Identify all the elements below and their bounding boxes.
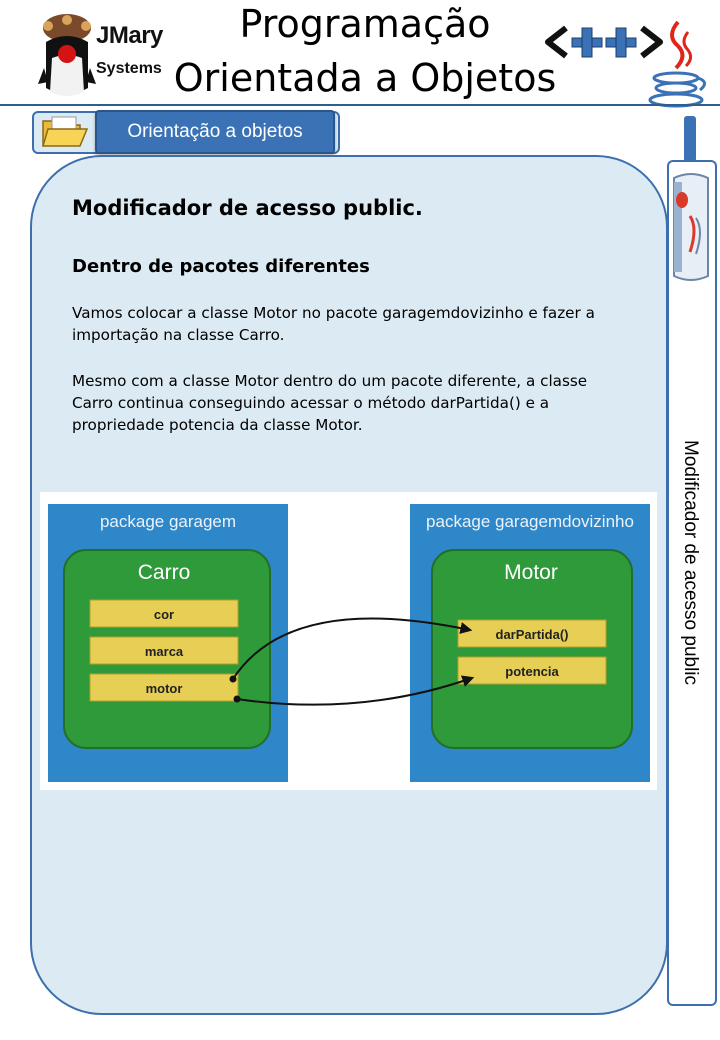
folder-icon <box>41 116 89 147</box>
member-motor: motor <box>146 681 183 696</box>
member-box <box>457 656 607 685</box>
sidebar-label: Modificador de acesso public <box>664 440 714 740</box>
content-paragraph-1: Vamos colocar a classe Motor no pacote g… <box>72 304 595 344</box>
class-motor-label: Motor <box>504 561 558 584</box>
section-tab-button[interactable]: Orientação a objetos <box>95 110 335 154</box>
member-potencia: potencia <box>505 664 559 679</box>
content-paragraph-2: Mesmo com a classe Motor dentro do um pa… <box>72 372 588 434</box>
sidebar-panel <box>667 160 717 1006</box>
content-subheading: Dentro de pacotes diferentes <box>72 256 370 277</box>
member-marca: marca <box>145 644 184 659</box>
member-box <box>89 636 239 665</box>
page-title-line1: Programação <box>239 2 491 46</box>
class-carro-label: Carro <box>138 561 191 584</box>
page-title-line2: Orientada a Objetos <box>173 56 557 100</box>
class-motor-box <box>431 549 633 749</box>
arrow-to-potencia <box>236 675 475 706</box>
header-divider <box>0 104 720 106</box>
content-heading: Modificador de acesso public. <box>72 196 423 220</box>
package-garagem-label: package garagem <box>100 512 236 531</box>
scroll-document-icon <box>673 173 709 281</box>
member-box <box>89 673 239 702</box>
package-diagram: package garagem Carro cor marca motor pa… <box>40 492 657 790</box>
java-coffee-icon <box>648 20 706 108</box>
member-box <box>457 619 607 648</box>
cpp-symbol-icon <box>545 25 663 59</box>
jmary-mascot-logo <box>38 14 96 96</box>
brand-subtitle: Systems <box>96 60 162 77</box>
brand-name: JMary <box>96 22 163 49</box>
sidebar-connector <box>684 116 696 162</box>
member-cor: cor <box>154 607 174 622</box>
sidebar-label-text: Modificador de acesso public <box>680 440 701 686</box>
package-garagemdovizinho-label: package garagemdovizinho <box>426 512 634 531</box>
arrow-to-darpartida <box>232 617 473 680</box>
member-box <box>89 599 239 628</box>
member-darpartida: darPartida() <box>496 627 569 642</box>
